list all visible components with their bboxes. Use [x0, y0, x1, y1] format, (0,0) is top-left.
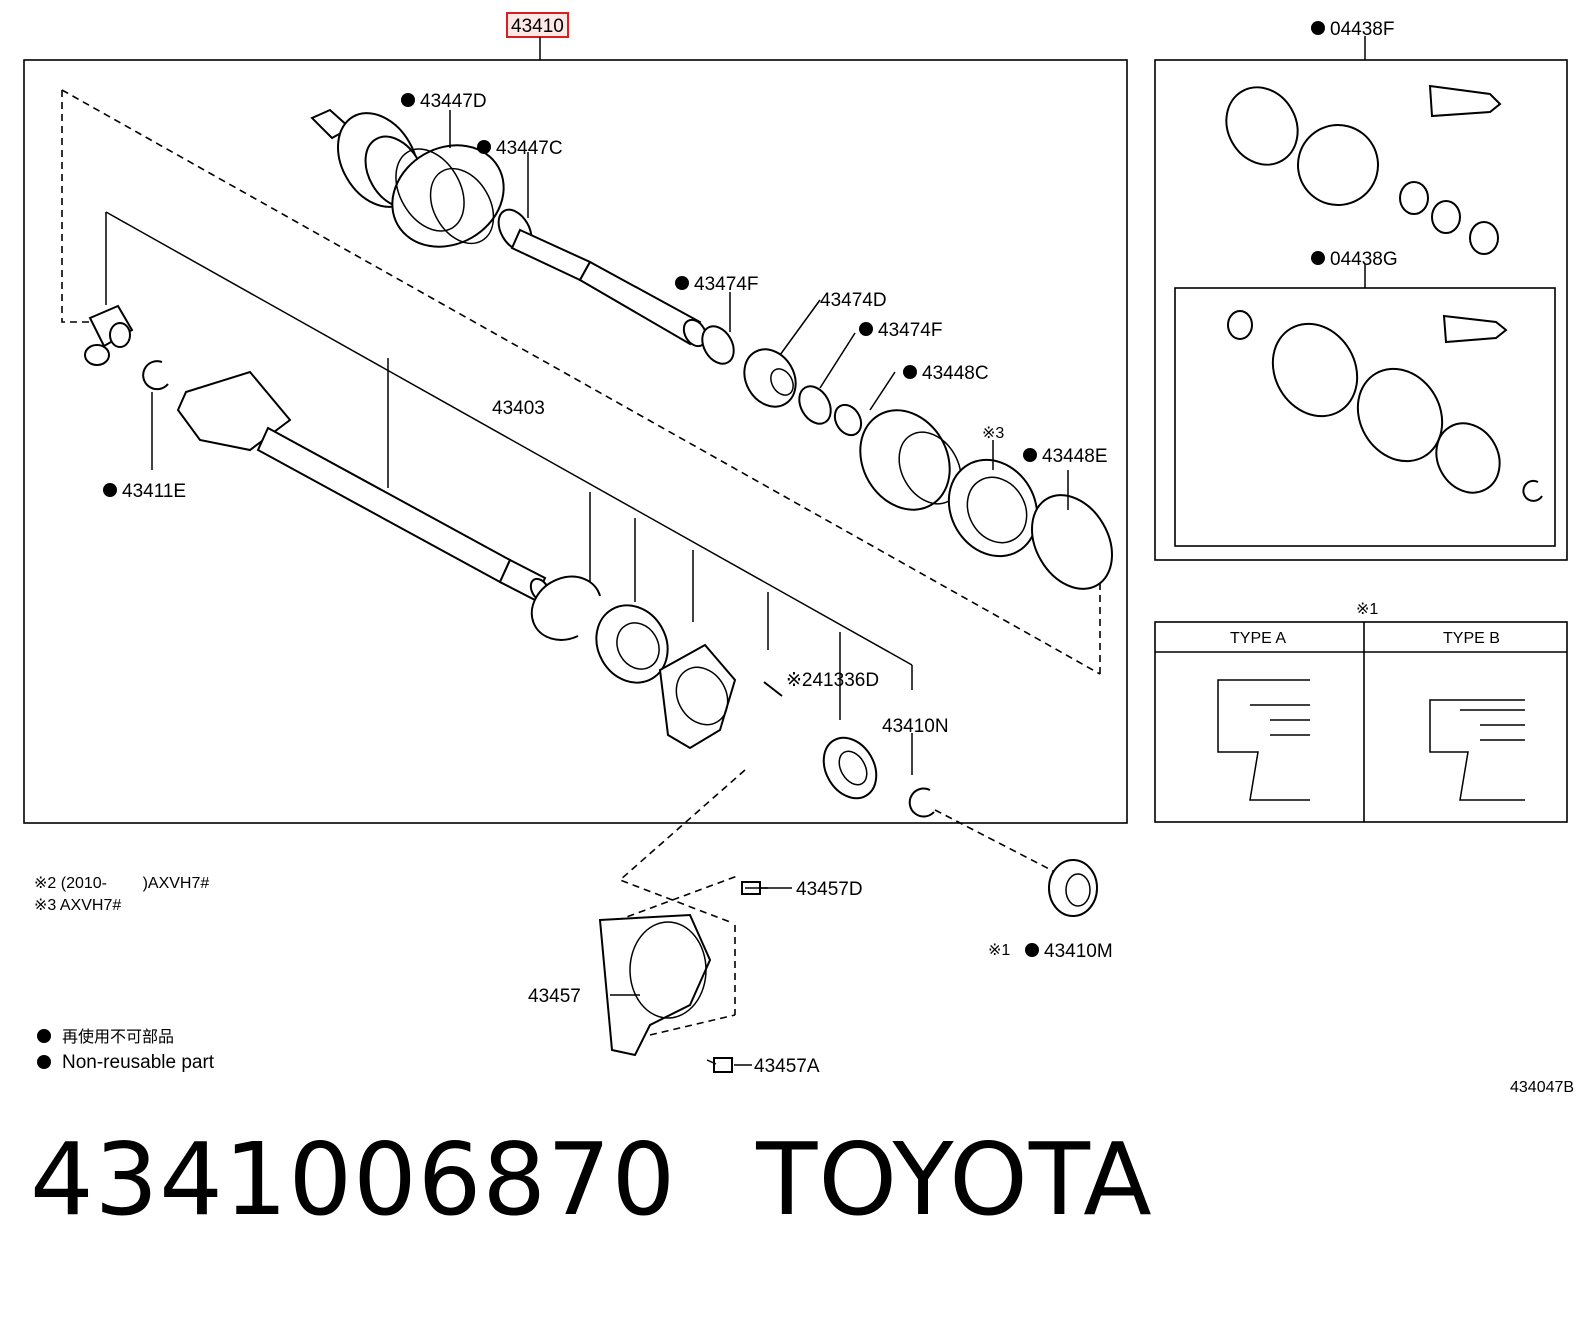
boot-kit-frame-F	[1154, 59, 1568, 561]
inner-shaft-43403[interactable]	[176, 370, 553, 604]
boot-adapter-note3[interactable]	[932, 444, 1055, 573]
label-43457A[interactable]: 43457A	[754, 1056, 820, 1077]
boot-kit-G-parts[interactable]	[1227, 308, 1543, 504]
tripod-joint[interactable]	[84, 304, 134, 366]
boot-kit-F-parts[interactable]	[1213, 74, 1502, 255]
label-43448C[interactable]: 43448C	[922, 363, 989, 384]
label-43411E[interactable]: 43411E	[122, 481, 186, 502]
legend-en: Non-reusable part	[62, 1052, 215, 1073]
bolt-43457A[interactable]	[706, 1057, 733, 1073]
type-b-header: TYPE B	[1443, 630, 1500, 647]
type-a-profile	[1217, 679, 1310, 801]
label-43447D[interactable]: 43447D	[420, 91, 487, 112]
snap-ring-43410N[interactable]	[908, 787, 935, 818]
dust-deflector-43474D[interactable]	[734, 340, 806, 416]
seal-43410M[interactable]	[1048, 859, 1098, 917]
bearing-bracket[interactable]	[658, 643, 738, 750]
oil-seal[interactable]	[813, 728, 887, 807]
label-43403[interactable]: 43403	[492, 398, 545, 419]
boot-clamp-43474F-a[interactable]	[696, 321, 740, 370]
diagram-code: 434047B	[1510, 1079, 1574, 1096]
inner-boot[interactable]	[843, 394, 974, 526]
label-43410M[interactable]: 43410M	[1044, 941, 1113, 962]
boot-clamp-43448C[interactable]	[830, 400, 867, 440]
part-number: 4341006870	[30, 1121, 677, 1238]
note3-mark: ※3	[982, 425, 1004, 442]
boot-band-43448E[interactable]	[1016, 481, 1128, 604]
note1-mark: ※1	[988, 942, 1010, 959]
outer-cv-joint-shaft[interactable]	[310, 99, 711, 350]
type-table	[1154, 621, 1568, 823]
boot-clamp-43474F-b[interactable]	[793, 381, 837, 430]
label-43448E[interactable]: 43448E	[1042, 446, 1108, 467]
label-43474D[interactable]: 43474D	[820, 290, 887, 311]
label-43457[interactable]: 43457	[528, 986, 581, 1007]
note-3: ※3 AXVH7#	[34, 897, 121, 914]
snap-ring-43411E[interactable]	[142, 360, 169, 391]
label-43410N[interactable]: 43410N	[882, 716, 949, 737]
note-2: ※2 (2010- )AXVH7#	[34, 875, 209, 892]
main-assembly-callout[interactable]: 43410	[506, 12, 569, 38]
legend-jp: 再使用不可部品	[62, 1028, 174, 1046]
label-04438G[interactable]: 04438G	[1330, 249, 1398, 270]
type-b-profile	[1429, 699, 1525, 801]
label-43447C[interactable]: 43447C	[496, 138, 563, 159]
snap-ring-shaft[interactable]	[530, 575, 601, 641]
label-43457D[interactable]: 43457D	[796, 879, 863, 900]
brand-name: TOYOTA	[756, 1121, 1153, 1238]
boot-kit-frame-G	[1174, 287, 1556, 547]
type-a-header: TYPE A	[1230, 630, 1286, 647]
main-assembly-frame	[23, 59, 1128, 824]
label-41336D[interactable]: ※241336D	[786, 670, 879, 691]
label-04438F[interactable]: 04438F	[1330, 19, 1394, 40]
bearing[interactable]	[583, 592, 682, 695]
label-43474F-b[interactable]: 43474F	[878, 320, 942, 341]
bearing-bracket-43457[interactable]	[598, 913, 712, 1057]
pin-41336D[interactable]	[763, 681, 783, 697]
label-43474F-a[interactable]: 43474F	[694, 274, 758, 295]
main-assembly-label: 43410	[511, 16, 564, 37]
table-note-mark: ※1	[1356, 601, 1378, 618]
